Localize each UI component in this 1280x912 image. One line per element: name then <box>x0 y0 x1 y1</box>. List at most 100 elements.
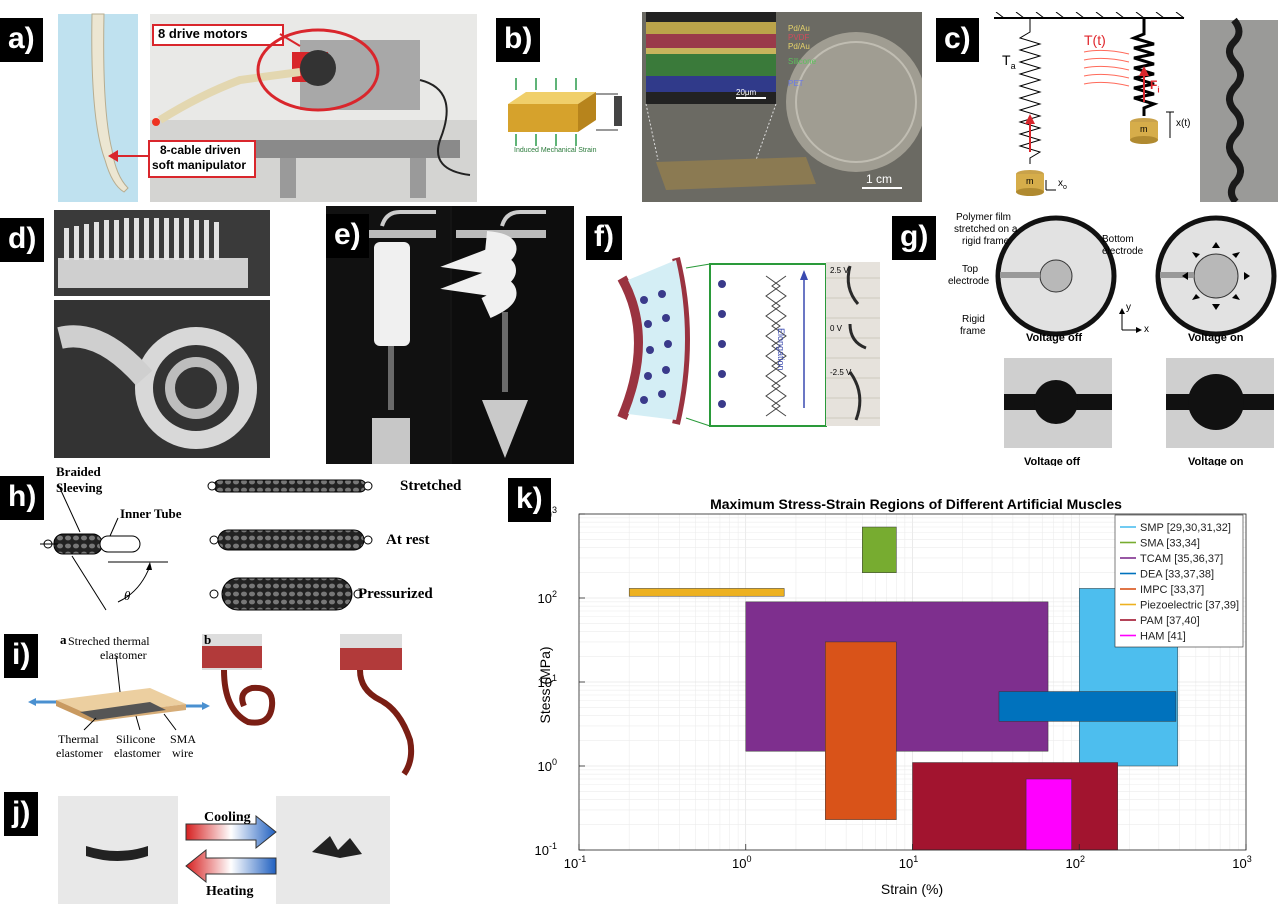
stress-strain-chart: Maximum Stress-Strain Regions of Differe… <box>535 496 1252 897</box>
panel-f-tag: f) <box>586 216 622 260</box>
voltage-off-bottom: Voltage off <box>1024 456 1081 466</box>
axis-y: y <box>1126 302 1131 313</box>
y-tick-exponent: 3 <box>552 505 557 515</box>
x-tick-label: 10-1 <box>564 854 586 871</box>
region-piezo <box>628 588 785 597</box>
voltage-off-top: Voltage off <box>1026 332 1083 344</box>
x-tick-exponent: -1 <box>578 854 586 864</box>
top-electrode-2: electrode <box>948 276 990 287</box>
theta-label: θ <box>124 588 131 603</box>
stretched-thermal-label-1: Streched thermal <box>68 634 150 648</box>
stretched-label: Stretched <box>400 478 462 494</box>
panel-c: c) Ta T(t) Fi m m xo x(t) <box>934 12 1280 202</box>
panel-h: h) Braided Sleeving Inner Tube θ Stretch… <box>0 462 486 618</box>
tension-ta: Ta <box>1002 52 1016 71</box>
inner-tube-label: Inner Tube <box>120 506 182 521</box>
panel-a-tag: a) <box>0 18 43 62</box>
region-tcam <box>745 601 1049 752</box>
y-tick-label: 102 <box>538 589 557 606</box>
region-pam <box>912 762 1118 851</box>
panel-g-tag: g) <box>892 216 937 260</box>
voltage-label-1: 2.5 V <box>830 266 849 275</box>
y-tick-exponent: 0 <box>552 757 557 767</box>
cooling-label: Cooling <box>204 810 251 825</box>
rigid-frame-2: frame <box>960 326 986 337</box>
thermal-elastomer-1: Thermal <box>58 732 99 746</box>
y-tick-exponent: 2 <box>552 589 557 599</box>
panel-c-figure <box>994 12 1278 202</box>
voltage-label-3: -2.5 V <box>830 368 852 377</box>
y-tick-exponent: -1 <box>549 841 557 851</box>
panel-j-tag: j) <box>4 792 39 836</box>
x-axis-label: Strain (%) <box>881 881 943 897</box>
panel-e: e) <box>326 206 574 464</box>
panel-i: i) a b Streched thermal elastomer Therma… <box>0 630 478 778</box>
panel-g-figure <box>995 215 1277 448</box>
panel-b-figure <box>508 12 922 202</box>
elongation-label: Elongation <box>776 328 786 371</box>
silicone-elastomer-1: Silicone <box>116 732 156 746</box>
legend-label-piezo: Piezoelectric [37,39] <box>1140 600 1239 612</box>
panel-g: g) Polymer film stretched on a rigid fra… <box>890 208 1280 466</box>
region-ham <box>1025 778 1072 851</box>
mass-label-2: m <box>1140 124 1148 134</box>
panel-i-tag: i) <box>4 634 39 678</box>
sub-a-label: a <box>60 632 67 647</box>
force-fi: Fi <box>1150 78 1160 95</box>
heating-label: Heating <box>206 884 254 899</box>
tension-tt: T(t) <box>1084 32 1106 48</box>
label-manipulator-line2: soft manipulator <box>152 158 247 172</box>
legend-label-sma: SMA [33,34] <box>1140 538 1200 550</box>
voltage-label-2: 0 V <box>830 324 843 333</box>
sma-wire-1: SMA <box>170 732 197 746</box>
sub-b-label: b <box>204 632 212 647</box>
braided-label-2: Sleeving <box>56 480 103 495</box>
bottom-electrode-1: Bottom <box>1102 234 1134 245</box>
x-tick-exponent: 2 <box>1080 854 1085 864</box>
panel-k-tag: k) <box>508 478 551 522</box>
scale-inset: 20μm <box>736 88 757 97</box>
panel-h-tag: h) <box>0 476 45 520</box>
x-tick-label: 102 <box>1066 854 1085 871</box>
stretched-thermal-label-2: elastomer <box>100 648 147 662</box>
mass-label-1: m <box>1026 176 1034 186</box>
x-tick-exponent: 1 <box>913 854 918 864</box>
legend-box <box>1114 514 1244 648</box>
y-tick-label: 10-1 <box>535 841 557 858</box>
layer-label-1: PVDF <box>788 33 810 42</box>
position-x0: xo <box>1058 178 1067 191</box>
panel-e-tag: e) <box>326 214 369 258</box>
chart-legend: SMP [29,30,31,32]SMA [33,34]TCAM [35,36,… <box>1114 514 1244 648</box>
region-impc <box>825 641 897 820</box>
label-manipulator-box <box>148 140 256 178</box>
chart-axes-box <box>578 513 1247 851</box>
voltage-on-bottom: Voltage on <box>1188 456 1244 466</box>
braided-label-1: Braided <box>56 464 101 479</box>
label-manipulator-line1: 8-cable driven <box>160 143 241 157</box>
panel-c-tag: c) <box>936 18 979 62</box>
chart-title: Maximum Stress-Strain Regions of Differe… <box>710 496 1122 512</box>
x-tick-label: 103 <box>1232 854 1251 871</box>
top-electrode-1: Top <box>962 264 979 275</box>
position-xt: x(t) <box>1176 118 1191 129</box>
caption-induced-strain: Induced Mechanical Strain <box>514 147 597 154</box>
thermal-elastomer-2: elastomer <box>56 746 103 760</box>
layer-label-2: Pd/Au <box>788 42 810 51</box>
sma-wire-2: wire <box>172 746 194 760</box>
panel-a-annotations <box>108 28 380 162</box>
panel-j: j) Cooling Heating <box>0 782 400 908</box>
axis-x: x <box>1144 324 1149 335</box>
label-drive-motors-text: 8 drive motors <box>158 26 248 41</box>
x-tick-exponent: 0 <box>746 854 751 864</box>
x-tick-label: 100 <box>732 854 751 871</box>
panel-a: a) 8 drive motors 8-cable driven soft ma… <box>0 0 480 202</box>
chart-regions <box>628 526 1179 851</box>
panel-b-tag: b) <box>496 18 541 62</box>
panel-d: d) <box>0 208 272 460</box>
y-tick-label: 100 <box>538 757 557 774</box>
region-sma <box>862 526 897 573</box>
y-tick-exponent: 1 <box>552 673 557 683</box>
x-tick-label: 101 <box>899 854 918 871</box>
panel-f: f) Elongation 2.5 V 0 V -2.5 V <box>586 208 882 430</box>
pressurized-label: Pressurized <box>358 586 433 602</box>
